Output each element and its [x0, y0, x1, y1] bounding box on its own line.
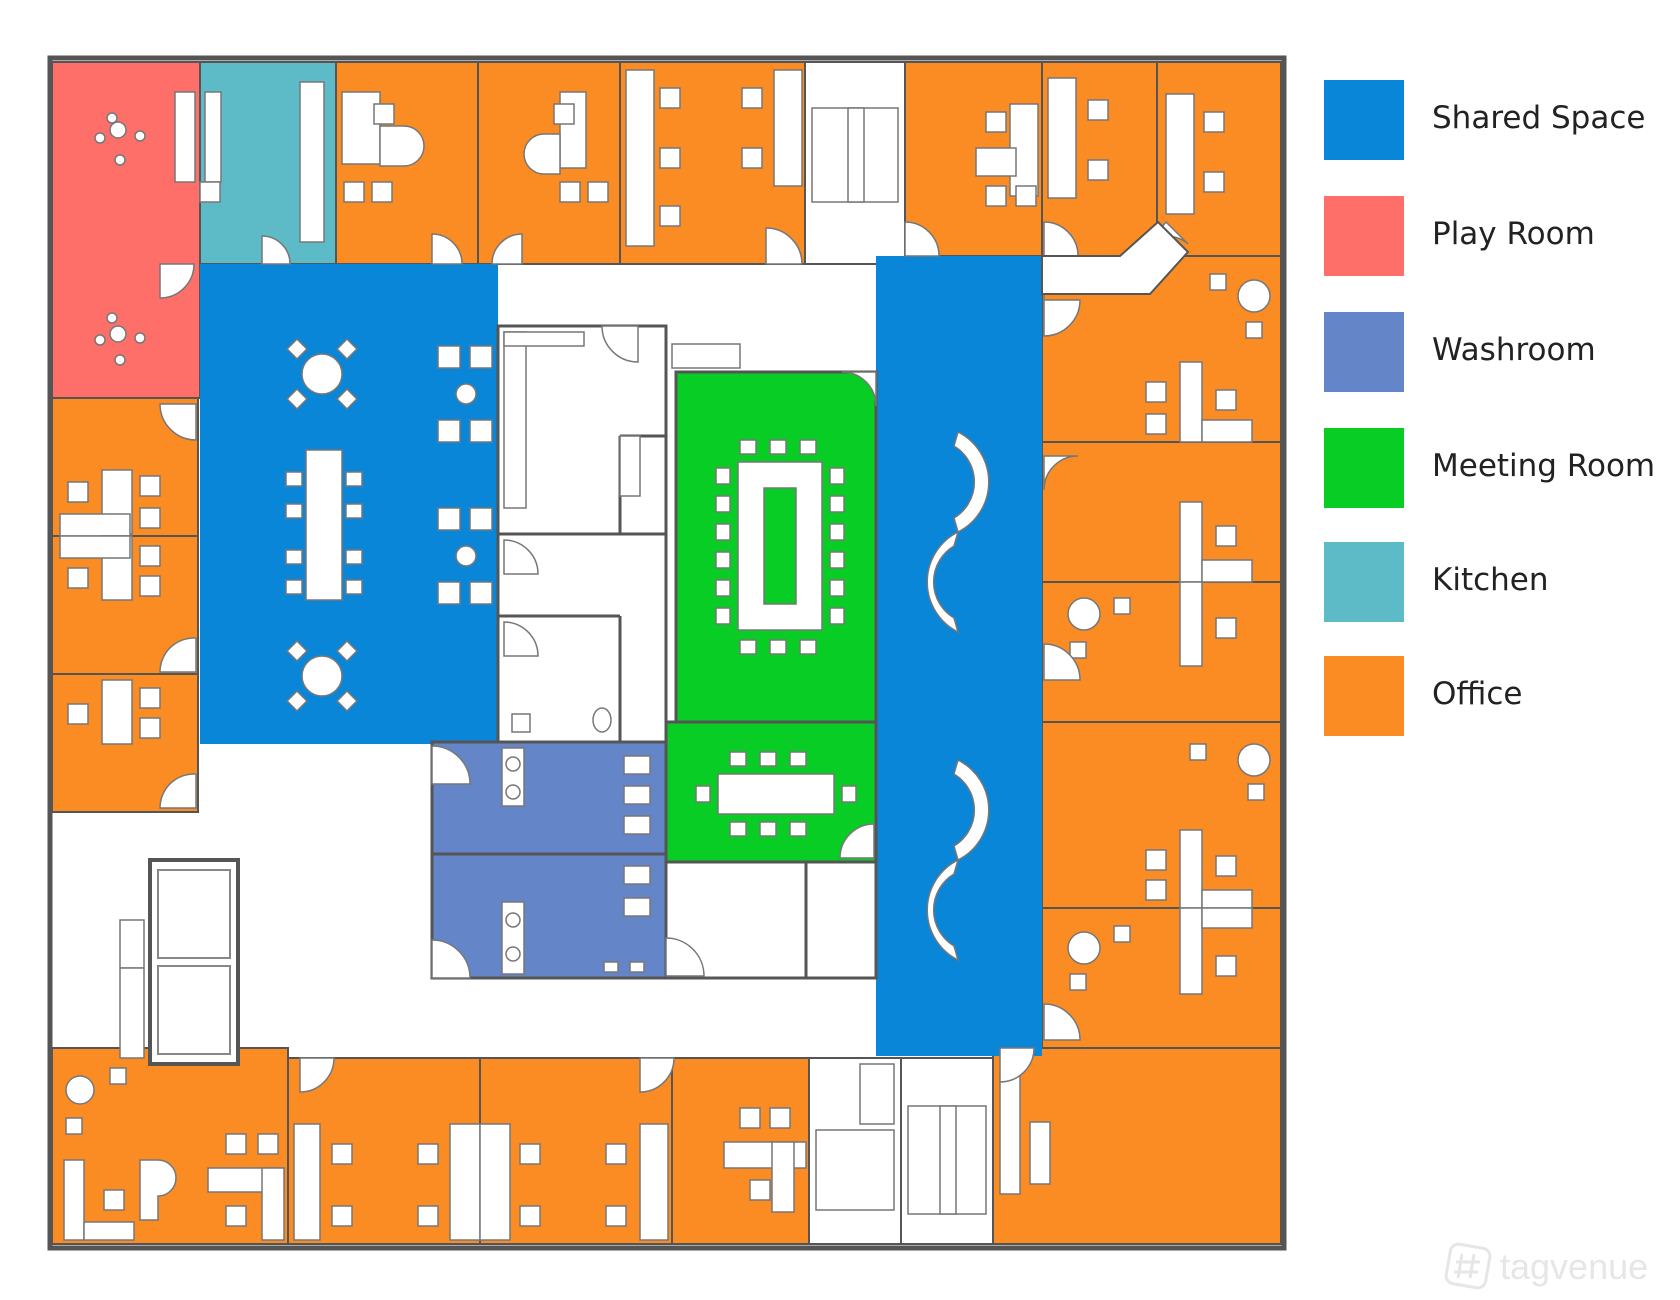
legend-item-washroom: Washroom	[1324, 312, 1664, 392]
legend-swatch-kitchen	[1324, 542, 1404, 622]
legend-label: Office	[1432, 676, 1523, 712]
floor-plan	[47, 55, 1287, 1251]
storage-room	[664, 860, 808, 980]
doors	[159, 220, 1189, 1093]
watermark: tagvenue	[1440, 1238, 1680, 1298]
legend-swatch-meeting-room	[1324, 428, 1404, 508]
legend-item-shared-space: Shared Space	[1324, 80, 1664, 160]
legend-label: Kitchen	[1432, 562, 1549, 598]
furniture	[59, 69, 1271, 1241]
legend-item-meeting-room: Meeting Room	[1324, 428, 1664, 508]
legend-label: Meeting Room	[1432, 448, 1656, 484]
tagvenue-logo-icon	[1444, 1242, 1492, 1290]
legend-item-play-room: Play Room	[1324, 196, 1664, 276]
legend-swatch-washroom	[1324, 312, 1404, 392]
corridor-connector	[1041, 220, 1190, 295]
legend-item-office: Office	[1324, 656, 1664, 736]
legend-label: Shared Space	[1432, 100, 1646, 136]
office-right-2	[1041, 441, 1282, 583]
watermark-text: tagvenue	[1500, 1246, 1649, 1287]
storage-room-2	[804, 860, 878, 980]
legend-swatch-play-room	[1324, 196, 1404, 276]
shared-space-right	[876, 256, 1042, 1056]
legend-swatch-shared-space	[1324, 80, 1404, 160]
legend-label: Play Room	[1432, 216, 1595, 252]
legend-swatch-office	[1324, 656, 1404, 736]
legend-label: Washroom	[1432, 332, 1596, 368]
legend-item-kitchen: Kitchen	[1324, 542, 1664, 622]
